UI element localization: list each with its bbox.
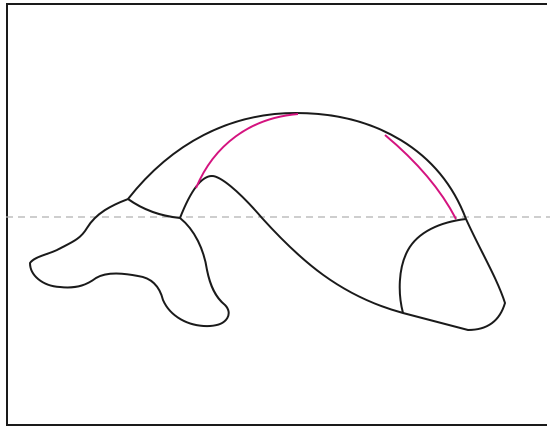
nose-cap-boundary (400, 219, 466, 313)
tail-hook-shape (30, 199, 229, 326)
highlight-arc-rear (385, 135, 456, 219)
head-neck-boundary (128, 199, 180, 218)
